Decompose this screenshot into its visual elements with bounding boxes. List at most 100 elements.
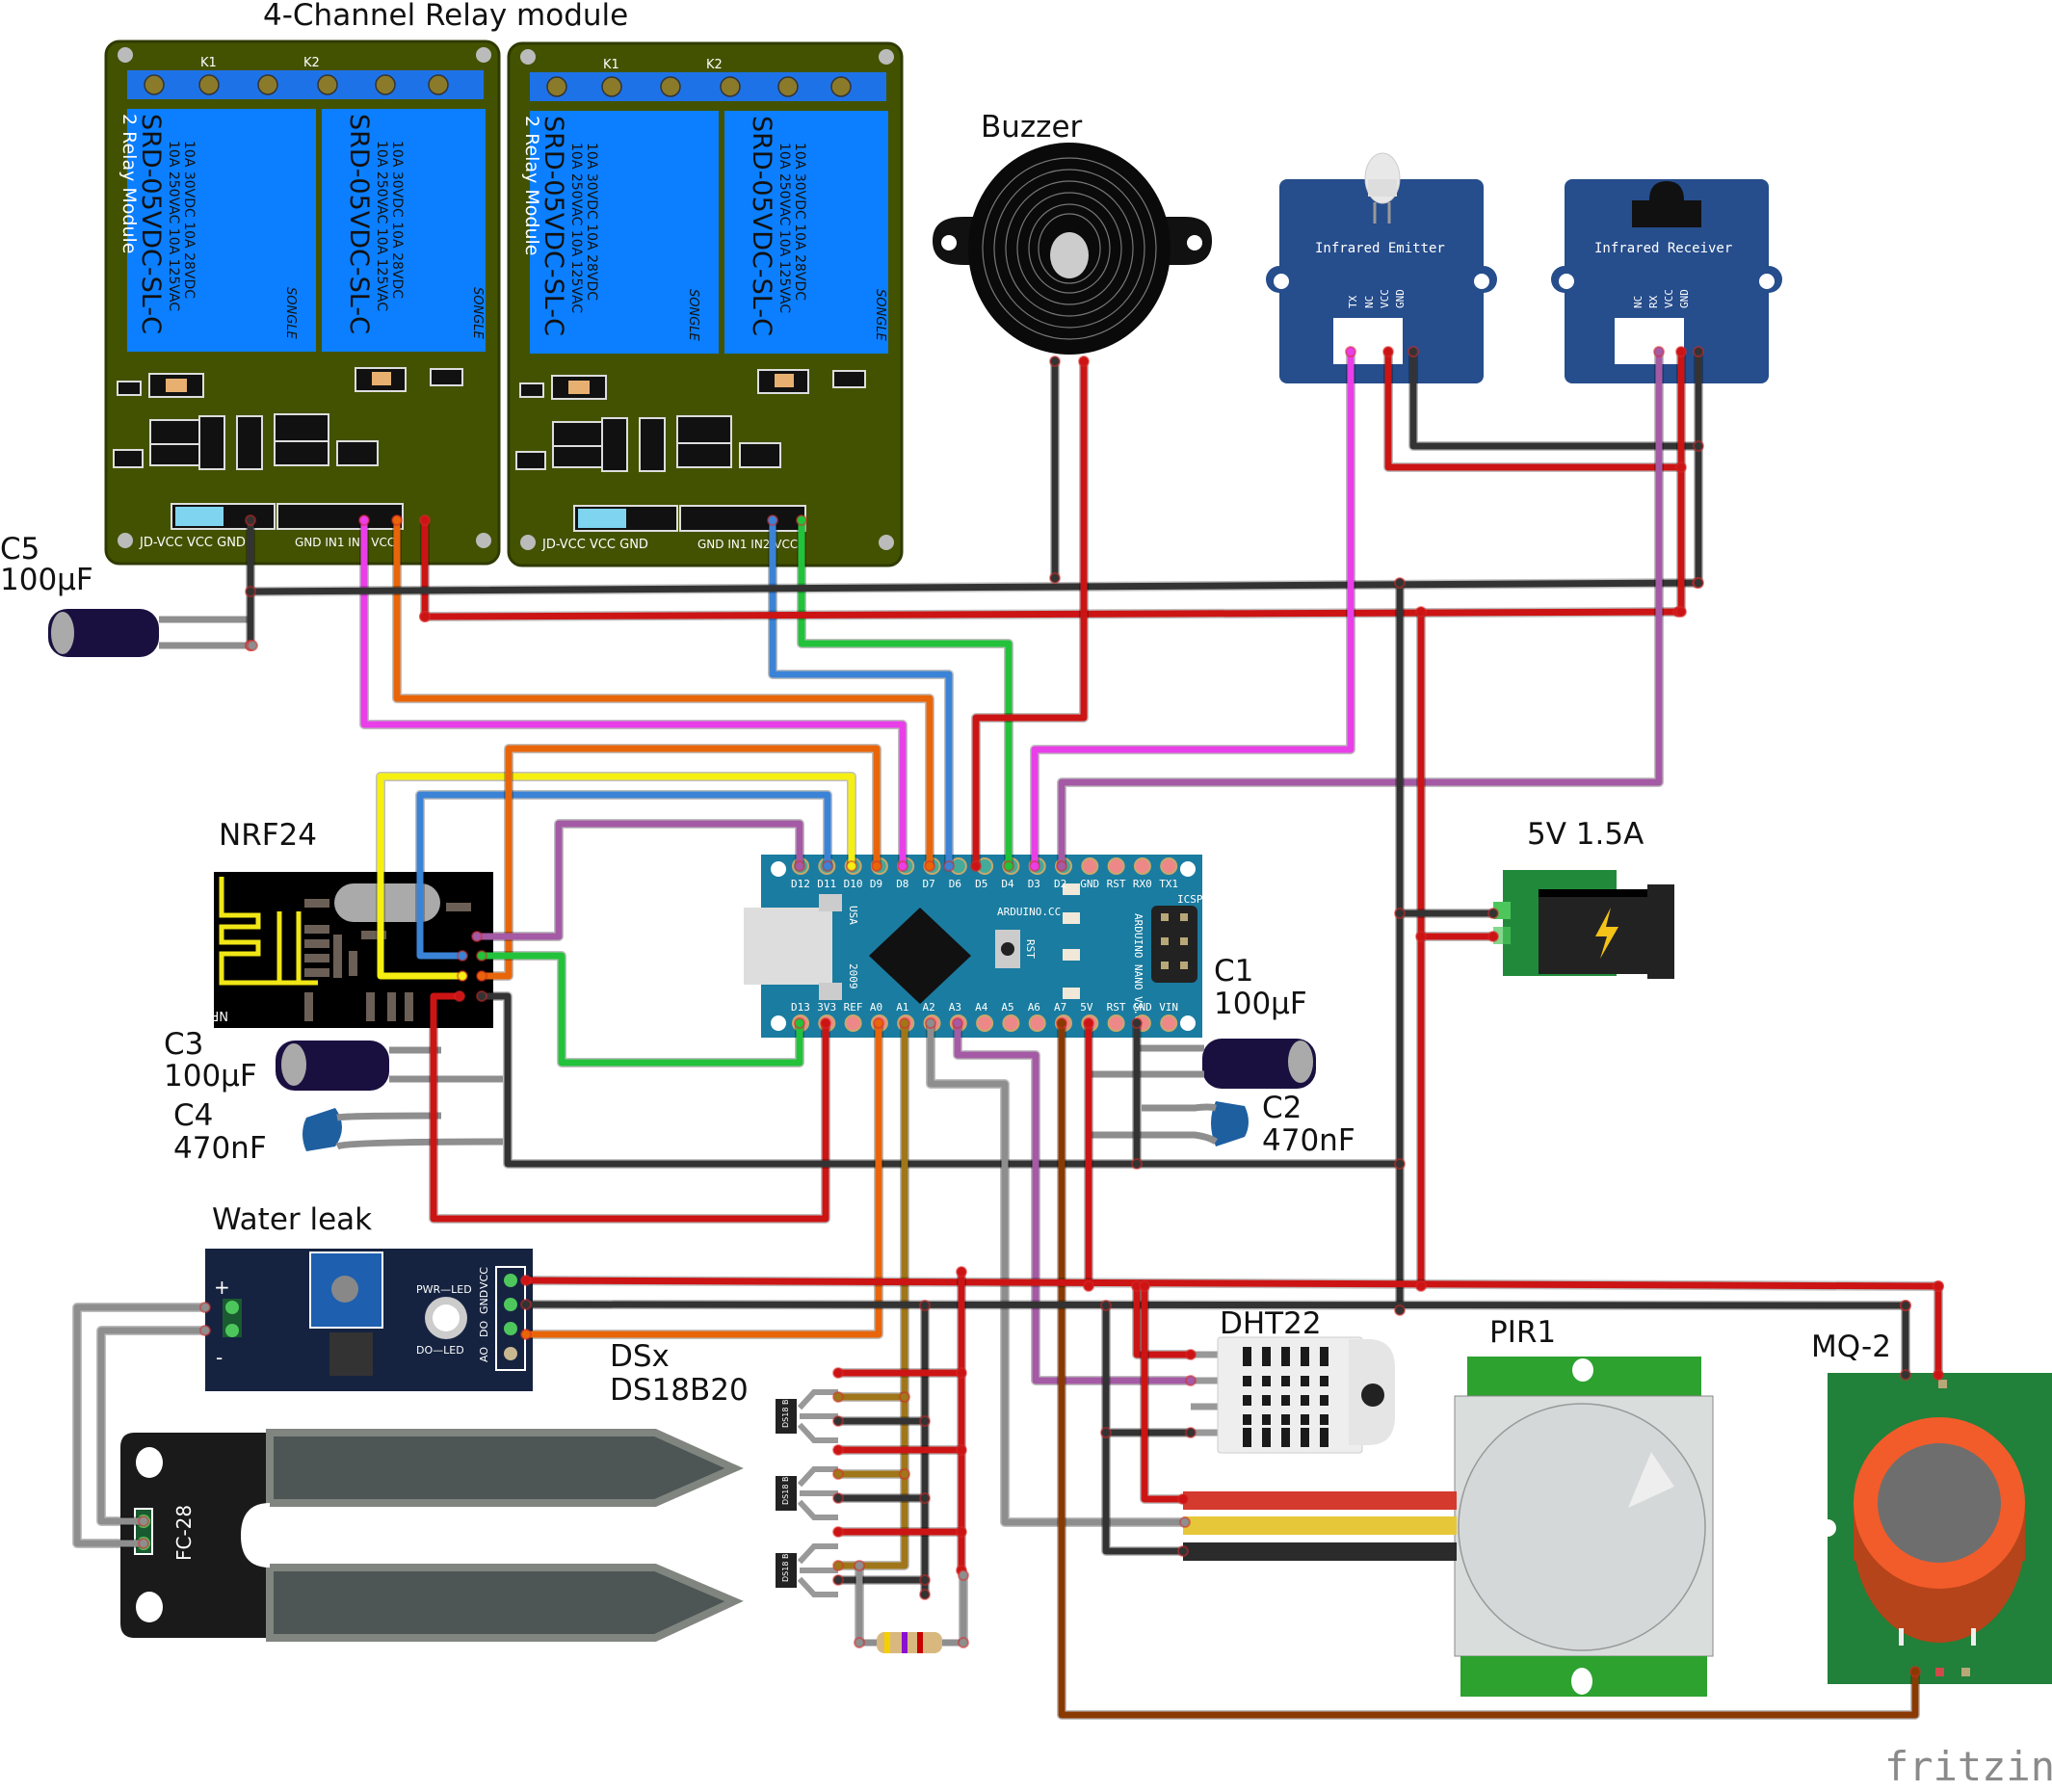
dht-vent xyxy=(1262,1414,1271,1425)
wire-endpoint xyxy=(846,860,857,872)
input-pins-label: GND IN1 IN2 VCC xyxy=(295,536,395,549)
nano-pin-label: D12 xyxy=(791,878,810,890)
wire-endpoint xyxy=(970,860,982,872)
dht-vent xyxy=(1262,1347,1271,1366)
wire-endpoint xyxy=(1049,572,1061,584)
wire-orange xyxy=(478,745,881,980)
nano-pin-a6 xyxy=(1028,1015,1046,1032)
wire-endpoint xyxy=(1100,1300,1112,1311)
nano-pin-vin xyxy=(1160,1015,1178,1032)
pin-label-do: DO xyxy=(478,1321,490,1337)
wire-endpoint xyxy=(1179,1516,1191,1528)
nano-pin-label: A6 xyxy=(1028,1001,1040,1014)
wire-endpoint xyxy=(1415,1280,1427,1292)
wire-endpoint xyxy=(832,1468,844,1480)
nano-pin-label: D4 xyxy=(1001,878,1014,890)
wire-endpoint xyxy=(832,1391,844,1403)
ds18b20-sensor: DS18 B20 xyxy=(776,1389,838,1443)
dht-vent xyxy=(1262,1428,1271,1447)
wire-endpoint xyxy=(956,1367,967,1379)
year-label: 2009 xyxy=(847,963,859,989)
ir-emitter-title: Infrared Emitter xyxy=(1315,241,1445,256)
c1-value: 100µF xyxy=(1214,987,1307,1021)
fritzing-watermark: fritzing xyxy=(1884,1743,2052,1790)
wire-endpoint xyxy=(476,990,487,1002)
pin-label-tx: TX xyxy=(1347,295,1359,308)
wire-endpoint xyxy=(1394,577,1406,589)
wire-orange xyxy=(522,1019,882,1338)
wire-endpoint xyxy=(832,1444,844,1456)
wire-endpoint xyxy=(1185,1375,1197,1386)
wire-endpoint xyxy=(1693,346,1704,357)
nano-pin-label: A5 xyxy=(1001,1001,1013,1014)
power-label: 5V 1.5A xyxy=(1527,817,1644,852)
wire-endpoint xyxy=(245,586,256,597)
wire-endpoint xyxy=(1415,931,1427,942)
wire-endpoint xyxy=(1900,1300,1911,1311)
wire-endpoint xyxy=(943,860,955,872)
nano-pin-rst xyxy=(1107,1015,1125,1032)
wire-endpoint xyxy=(832,1574,844,1586)
dht-vent xyxy=(1281,1428,1290,1447)
do-led-label: DO—LED xyxy=(416,1344,464,1357)
wire-magenta xyxy=(360,516,907,870)
wire-endpoint xyxy=(1185,1349,1197,1360)
dht-vent xyxy=(1301,1414,1309,1425)
wire-endpoint xyxy=(1487,908,1499,919)
wire-endpoint xyxy=(1083,1017,1094,1029)
dht-vent xyxy=(1262,1395,1271,1406)
nrf-chip-label: NRF24L01 xyxy=(164,1008,228,1022)
dht-vent xyxy=(1320,1414,1329,1425)
nano-pin-label: D3 xyxy=(1028,878,1040,890)
pir-sensor xyxy=(1183,1357,1714,1697)
wire-endpoint xyxy=(924,860,935,872)
wire-black xyxy=(478,992,1141,1168)
wire-endpoint xyxy=(925,1017,936,1029)
wire-endpoint xyxy=(919,1300,931,1311)
wires xyxy=(72,347,1943,1720)
capacitor-c4 xyxy=(303,1108,504,1151)
nano-pin-label: RST xyxy=(1107,878,1126,890)
wire-endpoint xyxy=(520,1329,532,1340)
nano-pin-label: D8 xyxy=(896,878,908,890)
relay-module-1: K1 K2 2 Relay Module SRD-05VDC-SL-C 10A … xyxy=(104,40,501,566)
nrf24-module: NRF24L01 xyxy=(164,872,493,1028)
arduino-nano: ARDUINO.CC ARDUINO NANO V3.0 ICSP USA 20… xyxy=(744,855,1203,1038)
minus-label: - xyxy=(216,1346,223,1369)
relay-rating-text: 10A 30VDC 10A 28VDC xyxy=(584,143,599,301)
capacitor-c5 xyxy=(48,609,252,657)
wire-endpoint xyxy=(1487,931,1499,942)
wire-purple xyxy=(473,820,803,940)
nano-pin-label: D7 xyxy=(923,878,935,890)
c5-value: 100µF xyxy=(0,563,93,597)
wire-endpoint xyxy=(1693,440,1704,452)
relay-side-text: 2 Relay Module xyxy=(118,114,140,253)
dht-vent xyxy=(1243,1376,1251,1386)
ds-lead xyxy=(797,1499,838,1520)
wire-endpoint xyxy=(476,970,487,982)
wire-green xyxy=(798,516,1013,870)
wire-endpoint xyxy=(919,1415,931,1427)
wire-red xyxy=(1141,1282,1187,1503)
wire-magenta xyxy=(1031,348,1355,870)
ir-receiver-module: Infrared Receiver NC RX VCC GND xyxy=(1551,179,1782,383)
ds18b20-sensor: DS18 B20 xyxy=(776,1466,838,1520)
wire-red xyxy=(1133,1282,1195,1358)
wire-endpoint xyxy=(871,860,882,872)
pin-label-gnd: GND xyxy=(1394,289,1407,308)
wire-endpoint xyxy=(899,1391,910,1403)
dht-vent xyxy=(1320,1395,1329,1406)
wire-endpoint xyxy=(919,1589,931,1600)
wire-endpoint xyxy=(873,1017,884,1029)
relay-rating-text: 10A 250VAC 10A 125VAC xyxy=(776,143,792,313)
c3-value: 100µF xyxy=(164,1059,257,1094)
wire-endpoint xyxy=(919,1574,931,1586)
wire-endpoint xyxy=(1185,1427,1197,1438)
water-leak-label: Water leak xyxy=(212,1202,372,1237)
wire-endpoint xyxy=(958,1637,969,1648)
nano-pin-label: A4 xyxy=(975,1001,988,1014)
ds-lead xyxy=(797,1466,838,1488)
dht-vent xyxy=(1281,1414,1290,1425)
nano-pin-label: A2 xyxy=(923,1001,935,1014)
